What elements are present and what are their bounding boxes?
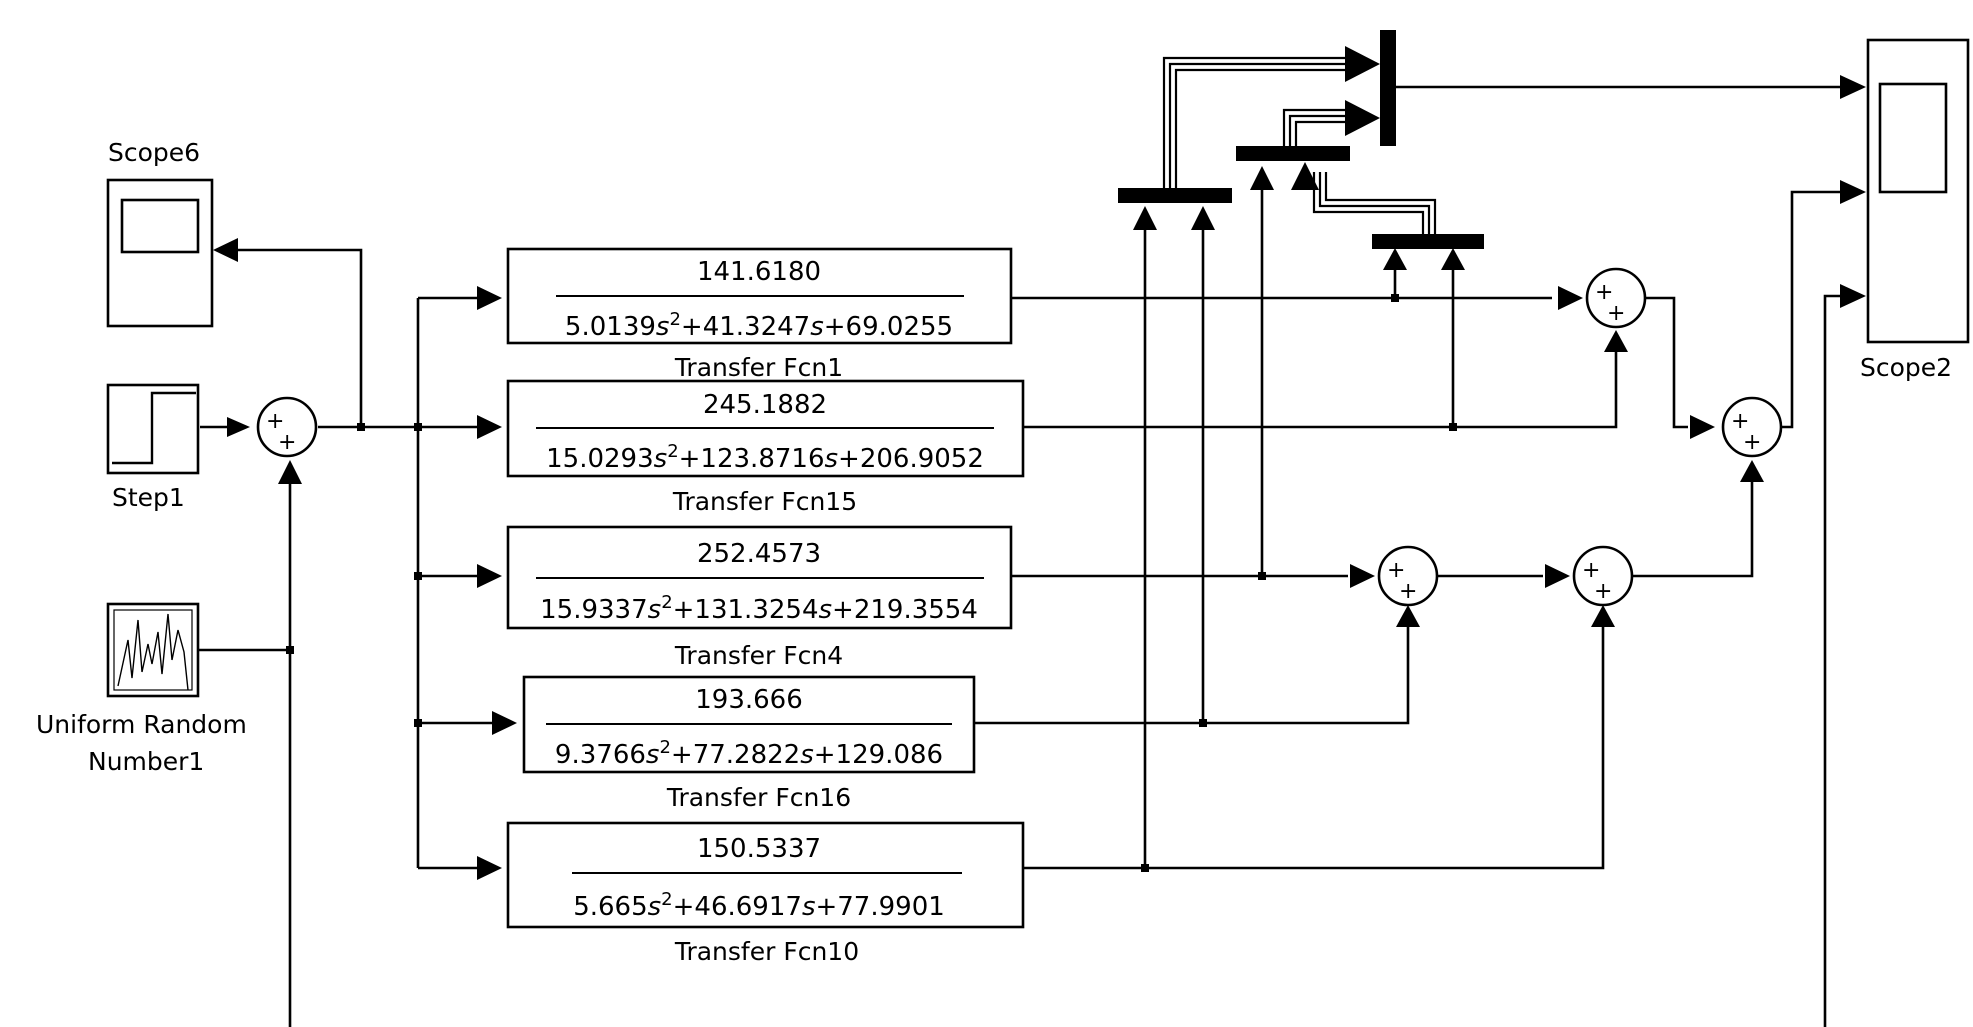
tf16-label: Transfer Fcn16 [666, 783, 851, 812]
arrowheads [213, 46, 1866, 880]
tf1-label: Transfer Fcn1 [674, 353, 843, 382]
tf15-denominator: 15.0293s2+123.8716s+206.9052 [546, 441, 984, 474]
scope6-label: Scope6 [108, 138, 200, 167]
tf1-denominator: 5.0139s2+41.3247s+69.0255 [565, 309, 953, 342]
sum-tf4-tf16[interactable]: + + [1377, 545, 1439, 607]
sum-step-noise[interactable]: + + [256, 396, 318, 458]
junction-dots [286, 294, 1457, 872]
transfer-fcn10-block[interactable]: 150.5337 5.665s2+46.6917s+77.9901 [506, 821, 1025, 929]
tf10-denominator: 5.665s2+46.6917s+77.9901 [573, 889, 945, 922]
scope2-block[interactable] [1866, 38, 1970, 344]
tf1-numerator: 141.6180 [697, 257, 821, 287]
uniform-random-block[interactable] [106, 602, 200, 698]
svg-text:+: + [1607, 301, 1625, 326]
svg-text:+: + [266, 409, 284, 434]
scope6-block[interactable] [106, 178, 214, 328]
svg-text:+: + [1582, 558, 1600, 583]
signal-lines [198, 56, 1840, 1027]
tf4-label: Transfer Fcn4 [674, 641, 843, 670]
tf16-numerator: 193.666 [695, 685, 803, 715]
step1-block[interactable] [106, 383, 200, 475]
transfer-fcn16-block[interactable]: 193.666 9.3766s2+77.2822s+129.086 [522, 675, 976, 774]
tf15-label: Transfer Fcn15 [672, 487, 857, 516]
uniform-random-label-line2: Number1 [88, 747, 204, 776]
svg-text:+: + [1743, 430, 1761, 455]
step1-label: Step1 [112, 483, 185, 512]
tf15-numerator: 245.1882 [703, 390, 827, 420]
tf4-denominator: 15.9337s2+131.3254s+219.3554 [540, 592, 978, 625]
mux-bars [1118, 30, 1484, 249]
uniform-random-label-line1: Uniform Random [36, 710, 247, 739]
transfer-fcn15-block[interactable]: 245.1882 15.0293s2+123.8716s+206.9052 [506, 379, 1025, 478]
tf16-denominator: 9.3766s2+77.2822s+129.086 [555, 737, 943, 770]
svg-text:+: + [1594, 579, 1612, 604]
svg-text:+: + [1387, 558, 1405, 583]
transfer-fcn1-block[interactable]: 141.6180 5.0139s2+41.3247s+69.0255 [506, 247, 1013, 345]
svg-text:+: + [1595, 280, 1613, 305]
svg-text:+: + [1731, 409, 1749, 434]
tf4-numerator: 252.4573 [697, 539, 821, 569]
sum-tf1-tf15[interactable]: + + [1585, 267, 1647, 329]
svg-text:+: + [278, 430, 296, 455]
svg-text:+: + [1399, 579, 1417, 604]
sum-lower-tf10[interactable]: + + [1572, 545, 1634, 607]
tf10-numerator: 150.5337 [697, 834, 821, 864]
transfer-fcn4-block[interactable]: 252.4573 15.9337s2+131.3254s+219.3554 [506, 525, 1013, 630]
sum-final[interactable]: + + [1721, 396, 1783, 458]
tf10-label: Transfer Fcn10 [674, 937, 859, 966]
scope2-label: Scope2 [1860, 353, 1952, 382]
